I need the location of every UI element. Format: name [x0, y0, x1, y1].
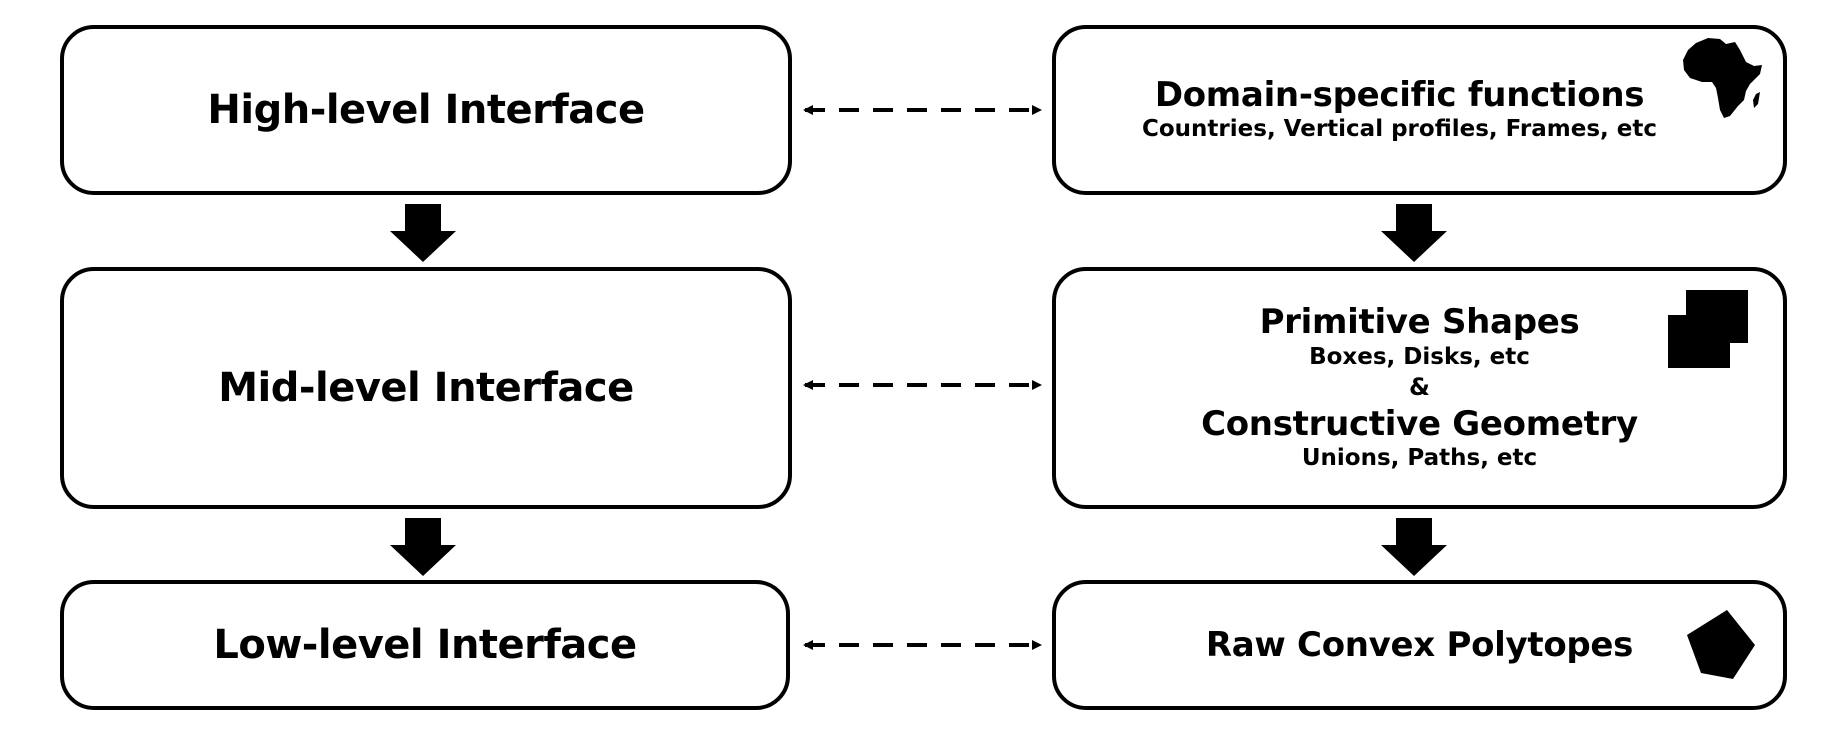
low-level-interface-box: Low-level Interface [60, 580, 790, 710]
high-level-interface-label: High-level Interface [207, 87, 645, 133]
high-level-interface-box: High-level Interface [60, 25, 792, 195]
down-arrow-left-top [390, 204, 456, 262]
primitive-shapes-subtitle: Boxes, Disks, etc [1309, 343, 1530, 370]
down-arrow-left-bottom [390, 518, 456, 576]
primitive-shapes-title: Primitive Shapes [1259, 301, 1580, 342]
domain-specific-functions-title: Domain-specific functions [1154, 74, 1645, 115]
overlapping-squares-icon [1668, 290, 1748, 368]
raw-convex-polytopes-box: Raw Convex Polytopes [1052, 580, 1787, 710]
down-arrow-right-top [1381, 204, 1447, 262]
mid-level-interface-box: Mid-level Interface [60, 267, 792, 509]
domain-specific-functions-subtitle: Countries, Vertical profiles, Frames, et… [1142, 116, 1657, 143]
constructive-geometry-title: Constructive Geometry [1201, 403, 1638, 444]
ampersand-connector: & [1409, 373, 1430, 402]
raw-convex-polytopes-title: Raw Convex Polytopes [1205, 624, 1634, 665]
down-arrow-right-bottom [1381, 518, 1447, 576]
low-level-interface-label: Low-level Interface [213, 622, 637, 668]
mid-level-interface-label: Mid-level Interface [218, 365, 634, 411]
constructive-geometry-subtitle: Unions, Paths, etc [1301, 445, 1538, 472]
africa-map-icon [1683, 38, 1762, 118]
pentagon-icon [1687, 610, 1755, 679]
primitive-shapes-box: Primitive Shapes Boxes, Disks, etc & Con… [1052, 267, 1787, 509]
domain-specific-functions-box: Domain-specific functions Countries, Ver… [1052, 25, 1787, 195]
